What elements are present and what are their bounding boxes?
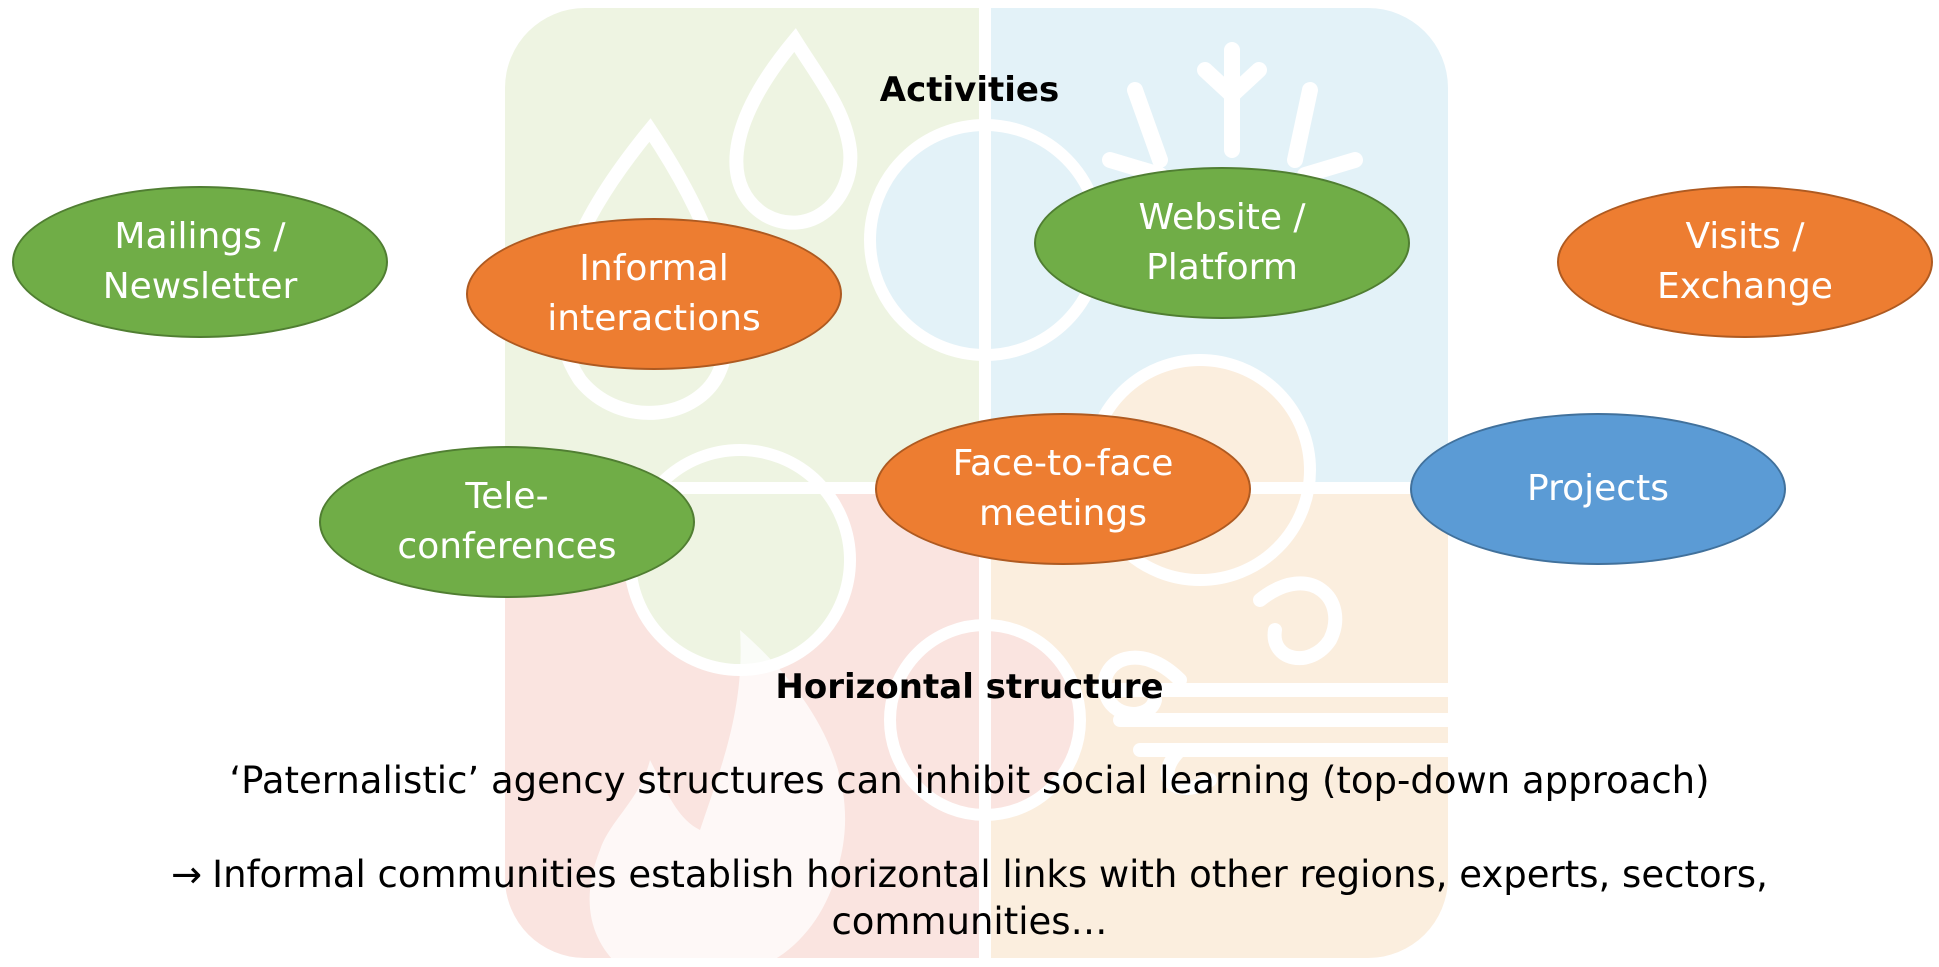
activity-label: Informal interactions [547, 248, 761, 339]
conclusion-line-1: →Informal communities establish horizont… [0, 852, 1939, 899]
activity-label: Face-to-face meetings [952, 443, 1174, 534]
activity-mailings-newsletter: Mailings / Newsletter [12, 186, 388, 338]
activity-informal-interactions: Informal interactions [466, 218, 842, 370]
activity-face-to-face-meetings: Face-to-face meetings [875, 413, 1251, 565]
activity-label: Projects [1527, 468, 1669, 510]
activity-label: Mailings / Newsletter [102, 216, 298, 307]
section-heading: Horizontal structure [775, 667, 1164, 707]
conclusion-text: →Informal communities establish horizont… [0, 852, 1939, 945]
activity-projects: Projects [1410, 413, 1786, 565]
page-title: Activities [879, 70, 1060, 110]
activity-website-platform: Website / Platform [1034, 167, 1410, 319]
activity-label: Tele- conferences [397, 476, 617, 567]
conclusion-line-1-text: Informal communities establish horizonta… [212, 853, 1768, 896]
activity-visits-exchange: Visits / Exchange [1557, 186, 1933, 338]
activity-teleconferences: Tele- conferences [319, 446, 695, 598]
activity-label: Visits / Exchange [1657, 216, 1833, 307]
fire-icon [589, 630, 846, 967]
arrow-right-icon: → [171, 853, 203, 896]
conclusion-line-2: communities… [831, 899, 1108, 943]
activity-label: Website / Platform [1138, 197, 1306, 288]
snowflake-icon [1102, 42, 1363, 183]
wind-icon [1093, 576, 1455, 796]
statement-text: ‘Paternalistic’ agency structures can in… [229, 759, 1710, 802]
